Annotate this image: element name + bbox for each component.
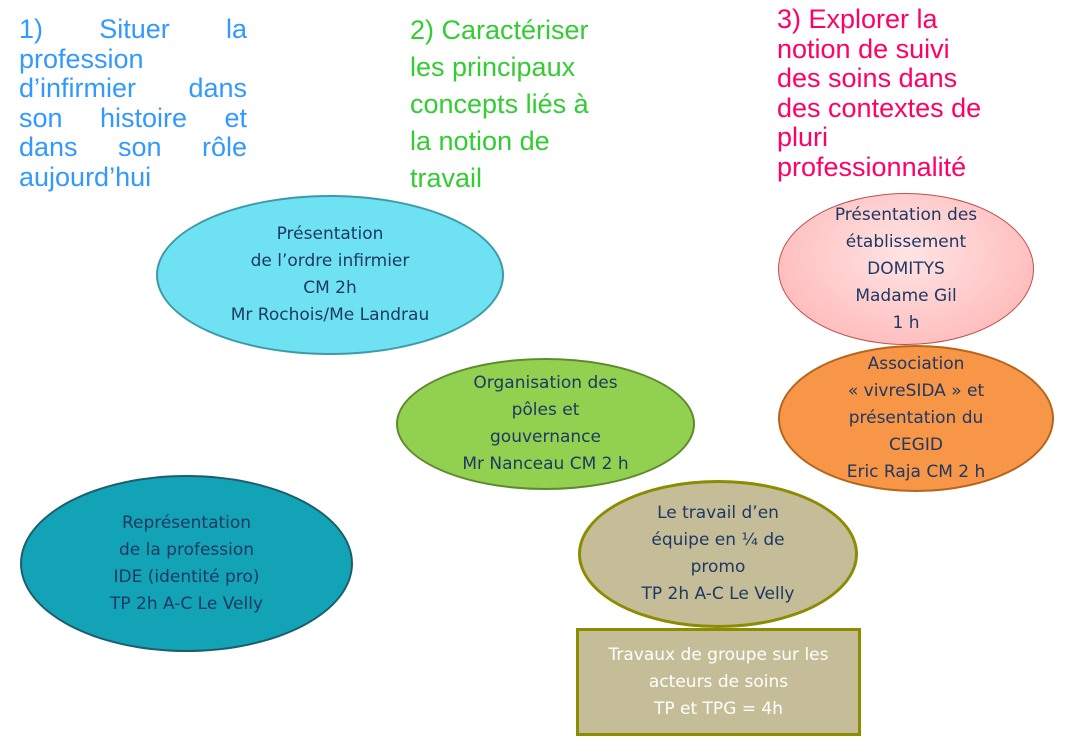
node-line: TP 2h A-C Le Velly — [641, 584, 795, 604]
heading-line: d’infirmier dans — [19, 73, 247, 103]
heading-line: dans son rôle — [19, 132, 247, 162]
node-ordre-infirmier: Présentation de l’ordre infirmier CM 2h … — [156, 195, 504, 355]
objective-3-heading: 3) Explorer la notion de suivi des soins… — [777, 4, 982, 182]
node-line: Eric Raja CM 2 h — [846, 462, 986, 482]
heading-line: 1) Situer la — [19, 14, 247, 44]
node-line: DOMITYS — [867, 258, 945, 279]
node-line: CM 2h — [303, 278, 357, 298]
heading-line: 3) Explorer la — [777, 4, 938, 34]
heading-line: aujourd’hui — [19, 161, 152, 192]
heading-line: son histoire et — [19, 102, 247, 133]
node-line: Organisation des — [473, 373, 618, 393]
node-line: « vivreSIDA » et — [847, 381, 985, 401]
node-representation-profession: Représentation de la profession IDE (ide… — [20, 475, 353, 652]
objective-2-heading: 2) Caractériser les principaux concepts … — [410, 12, 589, 197]
node-line: présentation du — [848, 408, 984, 428]
heading-line: 2) Caractériser — [410, 15, 589, 45]
node-line: de l’ordre infirmier — [250, 251, 410, 271]
heading-line: des contextes de — [777, 92, 982, 123]
node-line: de la profession — [118, 539, 255, 560]
node-line: Représentation — [121, 512, 252, 533]
heading-line: des soins dans — [777, 63, 958, 93]
node-vivresida: Association « vivreSIDA » et présentatio… — [778, 345, 1054, 492]
objective-1-heading: 1) Situer la profession d’infirmier dans… — [19, 14, 247, 192]
node-organisation-poles: Organisation des pôles et gouvernance Mr… — [396, 358, 695, 490]
heading-line: concepts liés à — [410, 89, 589, 119]
heading-line: la notion de — [410, 126, 550, 156]
node-line: Présentation — [276, 224, 384, 244]
heading-line: notion de suivi — [777, 33, 950, 64]
node-line: CEGID — [889, 435, 943, 455]
node-line: acteurs de soins — [648, 671, 789, 692]
node-line: Présentation des — [834, 204, 978, 225]
node-line: établissement — [845, 231, 967, 252]
node-line: Travaux de groupe sur les — [608, 644, 829, 665]
node-line: promo — [690, 557, 746, 577]
node-line: Association — [867, 354, 965, 374]
heading-line: professionnalité — [777, 151, 967, 182]
node-travaux-groupe: Travaux de groupe sur les acteurs de soi… — [576, 628, 861, 736]
node-line: TP 2h A-C Le Velly — [109, 593, 263, 614]
node-line: TP et TPG = 4h — [653, 698, 784, 719]
node-line: pôles et — [511, 400, 580, 420]
node-domitys: Présentation des établissement DOMITYS M… — [778, 193, 1034, 345]
node-line: Mr Nanceau CM 2 h — [462, 454, 629, 474]
node-line: Mr Rochois/Me Landrau — [230, 305, 430, 325]
node-line: Madame Gil — [855, 285, 957, 306]
node-line: gouvernance — [490, 427, 601, 447]
node-travail-equipe: Le travail d’en équipe en ¼ de promo TP … — [578, 480, 858, 628]
heading-line: les principaux — [410, 52, 576, 82]
node-line: équipe en ¼ de — [651, 530, 785, 550]
heading-line: pluri — [777, 122, 829, 152]
node-line: IDE (identité pro) — [113, 566, 260, 587]
heading-line: travail — [410, 163, 483, 193]
node-line: Le travail d’en — [657, 503, 779, 523]
node-line: 1 h — [892, 312, 920, 333]
heading-line: profession — [19, 43, 144, 74]
